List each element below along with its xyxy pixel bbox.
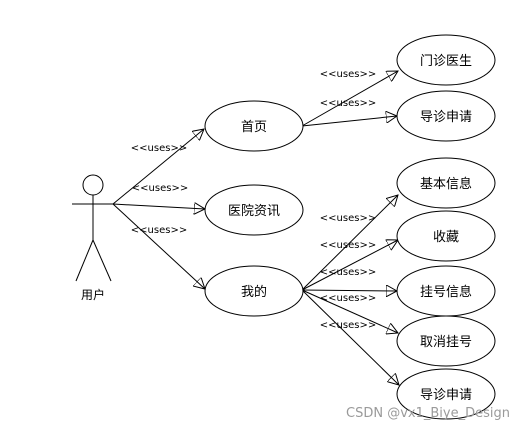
use-case-registration-info[interactable]: 挂号信息	[396, 265, 496, 317]
edge-user-news	[112, 204, 205, 209]
edge-user-home	[112, 129, 204, 205]
edge-mine-registration	[301, 290, 397, 291]
edge-mine-favorites	[301, 240, 398, 291]
edge-label-mine-favorites: <<uses>>	[320, 240, 376, 251]
use-case-basic-info[interactable]: 基本信息	[396, 157, 496, 209]
actor-head	[82, 174, 104, 196]
use-case-cancel-registration[interactable]: 取消挂号	[396, 315, 496, 367]
edge-label-mine-basic: <<uses>>	[320, 213, 376, 224]
use-case-outpatient-doctor-label: 门诊医生	[420, 54, 472, 69]
edge-label-home-doctor: <<uses>>	[320, 69, 376, 80]
edge-user-mine	[112, 203, 205, 289]
actor-label: 用户	[81, 287, 105, 302]
edge-label-user-news: <<uses>>	[132, 183, 188, 194]
use-case-registration-info-label: 挂号信息	[420, 284, 472, 300]
edge-label-home-guide: <<uses>>	[320, 98, 376, 109]
actor-left-leg	[75, 239, 94, 282]
edge-home-doctor	[301, 71, 398, 127]
use-case-guide-apply-bottom[interactable]: 导诊申请	[396, 368, 496, 420]
edge-mine-guide	[301, 289, 399, 385]
use-case-mine-label: 我的	[241, 284, 267, 300]
use-case-guide-apply-bottom-label: 导诊申请	[420, 388, 472, 403]
use-case-cancel-registration-label: 取消挂号	[420, 335, 472, 350]
edge-label-user-mine: <<uses>>	[131, 225, 187, 236]
actor-user: 用户	[72, 174, 114, 302]
edge-label-mine-registration: <<uses>>	[320, 267, 376, 278]
use-case-guide-apply-top[interactable]: 导诊申请	[396, 90, 496, 142]
edge-label-mine-guide: <<uses>>	[320, 320, 376, 331]
watermark: CSDN @vx1_Biye_Design	[346, 406, 510, 421]
actor-right-leg	[92, 239, 112, 282]
use-case-home-label: 首页	[241, 120, 267, 135]
use-case-favorites-label: 收藏	[433, 230, 459, 245]
edge-mine-basic	[301, 195, 398, 291]
use-case-basic-info-label: 基本信息	[420, 176, 472, 192]
use-case-home[interactable]: 首页	[204, 100, 304, 152]
use-case-mine[interactable]: 我的	[204, 265, 304, 317]
use-case-news-label: 医院资讯	[228, 204, 280, 219]
use-case-news[interactable]: 医院资讯	[204, 184, 304, 236]
edge-mine-cancel	[301, 289, 398, 333]
use-case-outpatient-doctor[interactable]: 门诊医生	[396, 34, 496, 86]
edge-label-user-home: <<uses>>	[131, 143, 187, 154]
use-case-favorites[interactable]: 收藏	[396, 210, 496, 262]
edge-home-guide	[301, 116, 397, 127]
edge-label-mine-cancel: <<uses>>	[320, 293, 376, 304]
use-case-guide-apply-top-label: 导诊申请	[420, 110, 472, 125]
